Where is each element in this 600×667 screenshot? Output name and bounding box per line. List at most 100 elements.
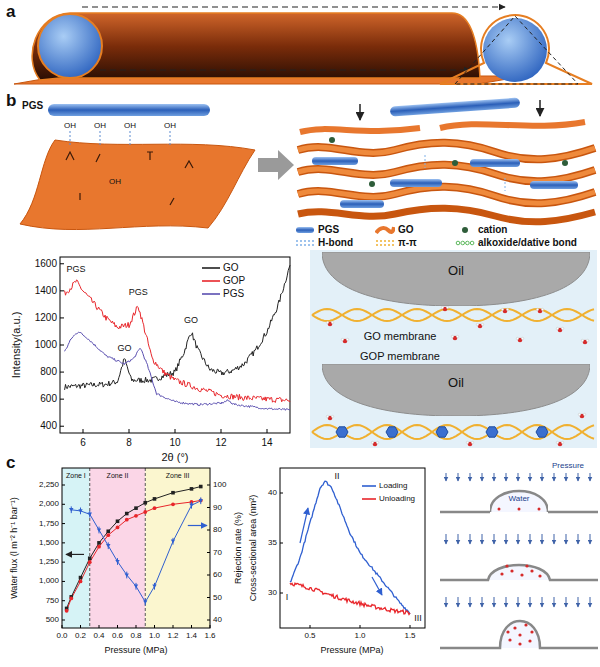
legend-sample [375, 238, 395, 248]
tick-mark [60, 372, 64, 373]
water-molecule [326, 415, 328, 417]
group-label: OH [94, 122, 106, 130]
tick-mark [60, 317, 64, 318]
pressure-label: Pressure [552, 462, 584, 470]
data-point [189, 504, 193, 508]
pressure-arrow [554, 473, 555, 481]
water-molecule [521, 337, 523, 339]
node-text: Water [490, 495, 548, 503]
pressure-arrow [518, 597, 519, 607]
legend-item: alkoxide/dative bond [455, 237, 577, 249]
rejection-line [71, 501, 201, 602]
legend-text: Loading [379, 482, 407, 490]
tick-mark [60, 345, 64, 346]
tick-label: 500 [46, 616, 59, 624]
tick-label: 1,500 [39, 539, 59, 547]
data-point [65, 609, 69, 613]
water-dot [506, 630, 509, 633]
sample-dot [462, 227, 468, 233]
tick-label: 0.4 [93, 632, 104, 640]
membrane-label: GOP membrane [360, 351, 440, 362]
water-molecule [506, 308, 508, 310]
water-dot [505, 564, 508, 567]
legend-sample [202, 289, 220, 299]
tick-mark [62, 485, 65, 486]
tick-mark [62, 523, 65, 524]
tick-mark [62, 625, 63, 628]
tick-mark [62, 620, 65, 621]
pgs-rod [530, 181, 578, 189]
water-molecule [536, 308, 538, 310]
pressure-arrow [518, 534, 519, 544]
peak-label: PGS [67, 265, 86, 274]
group-label: OH [164, 122, 176, 130]
tick-mark [191, 625, 192, 628]
pressure-arrow [590, 534, 591, 544]
water-dot [525, 564, 528, 567]
data-point [171, 491, 175, 495]
legend-item: cation [455, 224, 507, 236]
tick-label: 1000 [35, 340, 57, 350]
legend-item: GO [375, 224, 414, 236]
legend-text: PGS [223, 289, 244, 299]
tick-label: 0.6 [112, 632, 123, 640]
sample-line [296, 240, 314, 242]
pressure-arrow [446, 534, 447, 544]
node-shape [322, 252, 590, 306]
group-label: OH [124, 122, 136, 130]
oil-droplet: Oil [322, 252, 590, 306]
tick-label: 1.4 [186, 632, 197, 640]
fiber-cross-section [483, 18, 547, 82]
tick-mark [210, 625, 211, 628]
tick-mark [154, 625, 155, 628]
tick-mark [136, 625, 137, 628]
sample-circle [456, 241, 460, 245]
tick-mark [280, 543, 283, 544]
tick-label: 600 [40, 394, 57, 404]
data-point [78, 509, 82, 513]
legend-text: GO [223, 263, 239, 273]
zone-label: Zone II [107, 472, 129, 479]
water-molecule [581, 339, 583, 341]
peak-label: GO [184, 316, 198, 325]
data-point [116, 519, 120, 523]
tick-label: 1.0 [354, 632, 365, 640]
tick-label: 0.0 [56, 632, 67, 640]
data-point [153, 506, 157, 510]
h-bond [70, 131, 71, 146]
go-layer [298, 143, 595, 160]
tick-label: 50 [213, 594, 222, 602]
water-dot [518, 642, 521, 645]
oil-shape [322, 252, 590, 306]
water-molecule [441, 306, 443, 308]
oil-droplet: Oil [322, 364, 590, 416]
water-molecule [341, 338, 343, 340]
tick-mark [80, 625, 81, 628]
legend-text: GO [398, 225, 414, 235]
axis-arrow [188, 525, 207, 526]
cation [562, 160, 568, 166]
zone-band [90, 468, 146, 628]
water-dot [524, 623, 527, 626]
tick-mark [62, 581, 65, 582]
data-point [97, 545, 101, 549]
legend-item: Unloading [362, 493, 415, 505]
tick-mark [62, 562, 65, 563]
tick-label: 1.6 [204, 632, 215, 640]
plot-frame [280, 468, 425, 628]
tick-label: 60 [213, 571, 222, 579]
zone-divider [89, 468, 90, 628]
membrane [440, 565, 598, 580]
pressure-arrow [566, 597, 567, 607]
go-layer [298, 165, 595, 182]
legend-sample [362, 494, 376, 504]
tick-mark [207, 552, 210, 553]
legend-text: GOP [223, 276, 245, 286]
sample-circle [461, 241, 465, 245]
pressure-arrow [470, 597, 471, 607]
water-dot [538, 574, 541, 577]
sample-rod [296, 227, 314, 233]
cation-hexagon [486, 427, 498, 437]
water-background [310, 250, 597, 448]
go-layer [298, 143, 595, 160]
